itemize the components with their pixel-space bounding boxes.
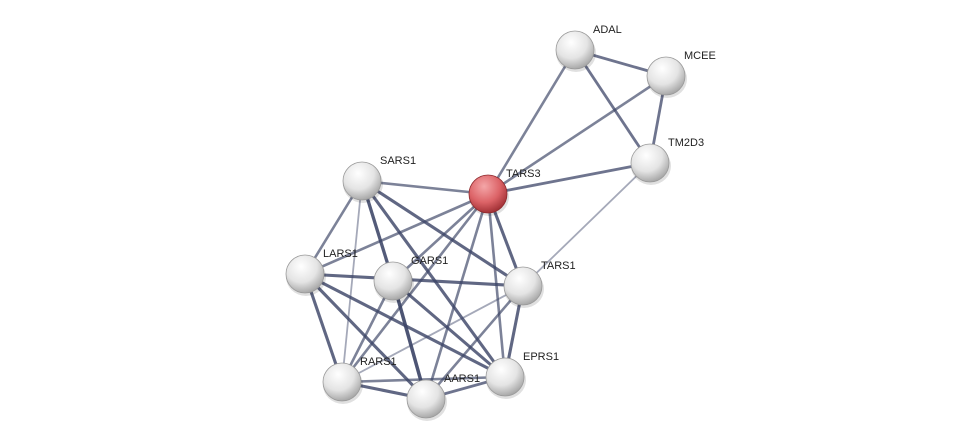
- node-sphere[interactable]: [285, 254, 325, 294]
- node-sphere[interactable]: [646, 56, 686, 96]
- node-sphere[interactable]: [630, 143, 670, 183]
- edge-tars3-rars1[interactable]: [340, 193, 490, 383]
- node-tars1[interactable]: TARS1: [503, 260, 576, 308]
- edge-rars1-eprs1[interactable]: [341, 375, 506, 384]
- node-aars1[interactable]: AARS1: [406, 373, 480, 421]
- node-mcee[interactable]: MCEE: [646, 50, 716, 98]
- node-label: ADAL: [593, 24, 622, 36]
- node-label: RARS1: [360, 356, 397, 368]
- node-label: SARS1: [380, 155, 416, 167]
- edge-tm2d3-tars3[interactable]: [487, 161, 651, 196]
- node-label: MCEE: [684, 50, 716, 62]
- node-label: EPRS1: [523, 351, 559, 363]
- node-adal[interactable]: ADAL: [555, 24, 622, 72]
- node-eprs1[interactable]: EPRS1: [485, 351, 559, 399]
- node-sphere[interactable]: [503, 266, 543, 306]
- edge-lars1-tars1[interactable]: [304, 272, 524, 288]
- edge-sars1-rars1[interactable]: [341, 180, 363, 383]
- node-rars1[interactable]: RARS1: [322, 356, 397, 404]
- node-gars1[interactable]: GARS1: [373, 255, 448, 303]
- edge-tars1-rars1[interactable]: [341, 285, 524, 383]
- node-lars1[interactable]: LARS1: [285, 248, 358, 296]
- edge-adal-tm2d3[interactable]: [573, 49, 652, 164]
- node-sphere[interactable]: [342, 161, 382, 201]
- node-sphere[interactable]: [373, 261, 413, 301]
- node-sphere[interactable]: [485, 357, 525, 397]
- edge-gars1-eprs1[interactable]: [391, 279, 507, 379]
- edge-tars3-lars1[interactable]: [304, 192, 489, 276]
- edge-tars3-aars1[interactable]: [424, 193, 490, 400]
- node-sphere[interactable]: [322, 362, 362, 402]
- node-label: TARS1: [541, 260, 576, 272]
- edge-tars3-sars1[interactable]: [361, 179, 489, 196]
- node-sars1[interactable]: SARS1: [342, 155, 416, 203]
- node-tars3[interactable]: TARS3: [468, 168, 541, 216]
- edge-mcee-tars3[interactable]: [487, 74, 667, 196]
- edge-tm2d3-tars1[interactable]: [522, 162, 651, 287]
- node-sphere[interactable]: [555, 30, 595, 70]
- node-label: AARS1: [444, 373, 480, 385]
- node-label: GARS1: [411, 255, 448, 267]
- edge-adal-tars3[interactable]: [486, 49, 577, 195]
- node-sphere[interactable]: [406, 379, 446, 419]
- node-sphere[interactable]: [468, 174, 508, 214]
- node-tm2d3[interactable]: TM2D3: [630, 137, 704, 185]
- edge-sars1-eprs1[interactable]: [360, 180, 507, 378]
- edges-layer: [303, 48, 668, 401]
- edge-tars3-gars1[interactable]: [392, 193, 489, 282]
- node-label: TM2D3: [668, 137, 704, 149]
- edge-sars1-tars1[interactable]: [361, 179, 524, 288]
- node-label: LARS1: [323, 248, 358, 260]
- node-label: TARS3: [506, 168, 541, 180]
